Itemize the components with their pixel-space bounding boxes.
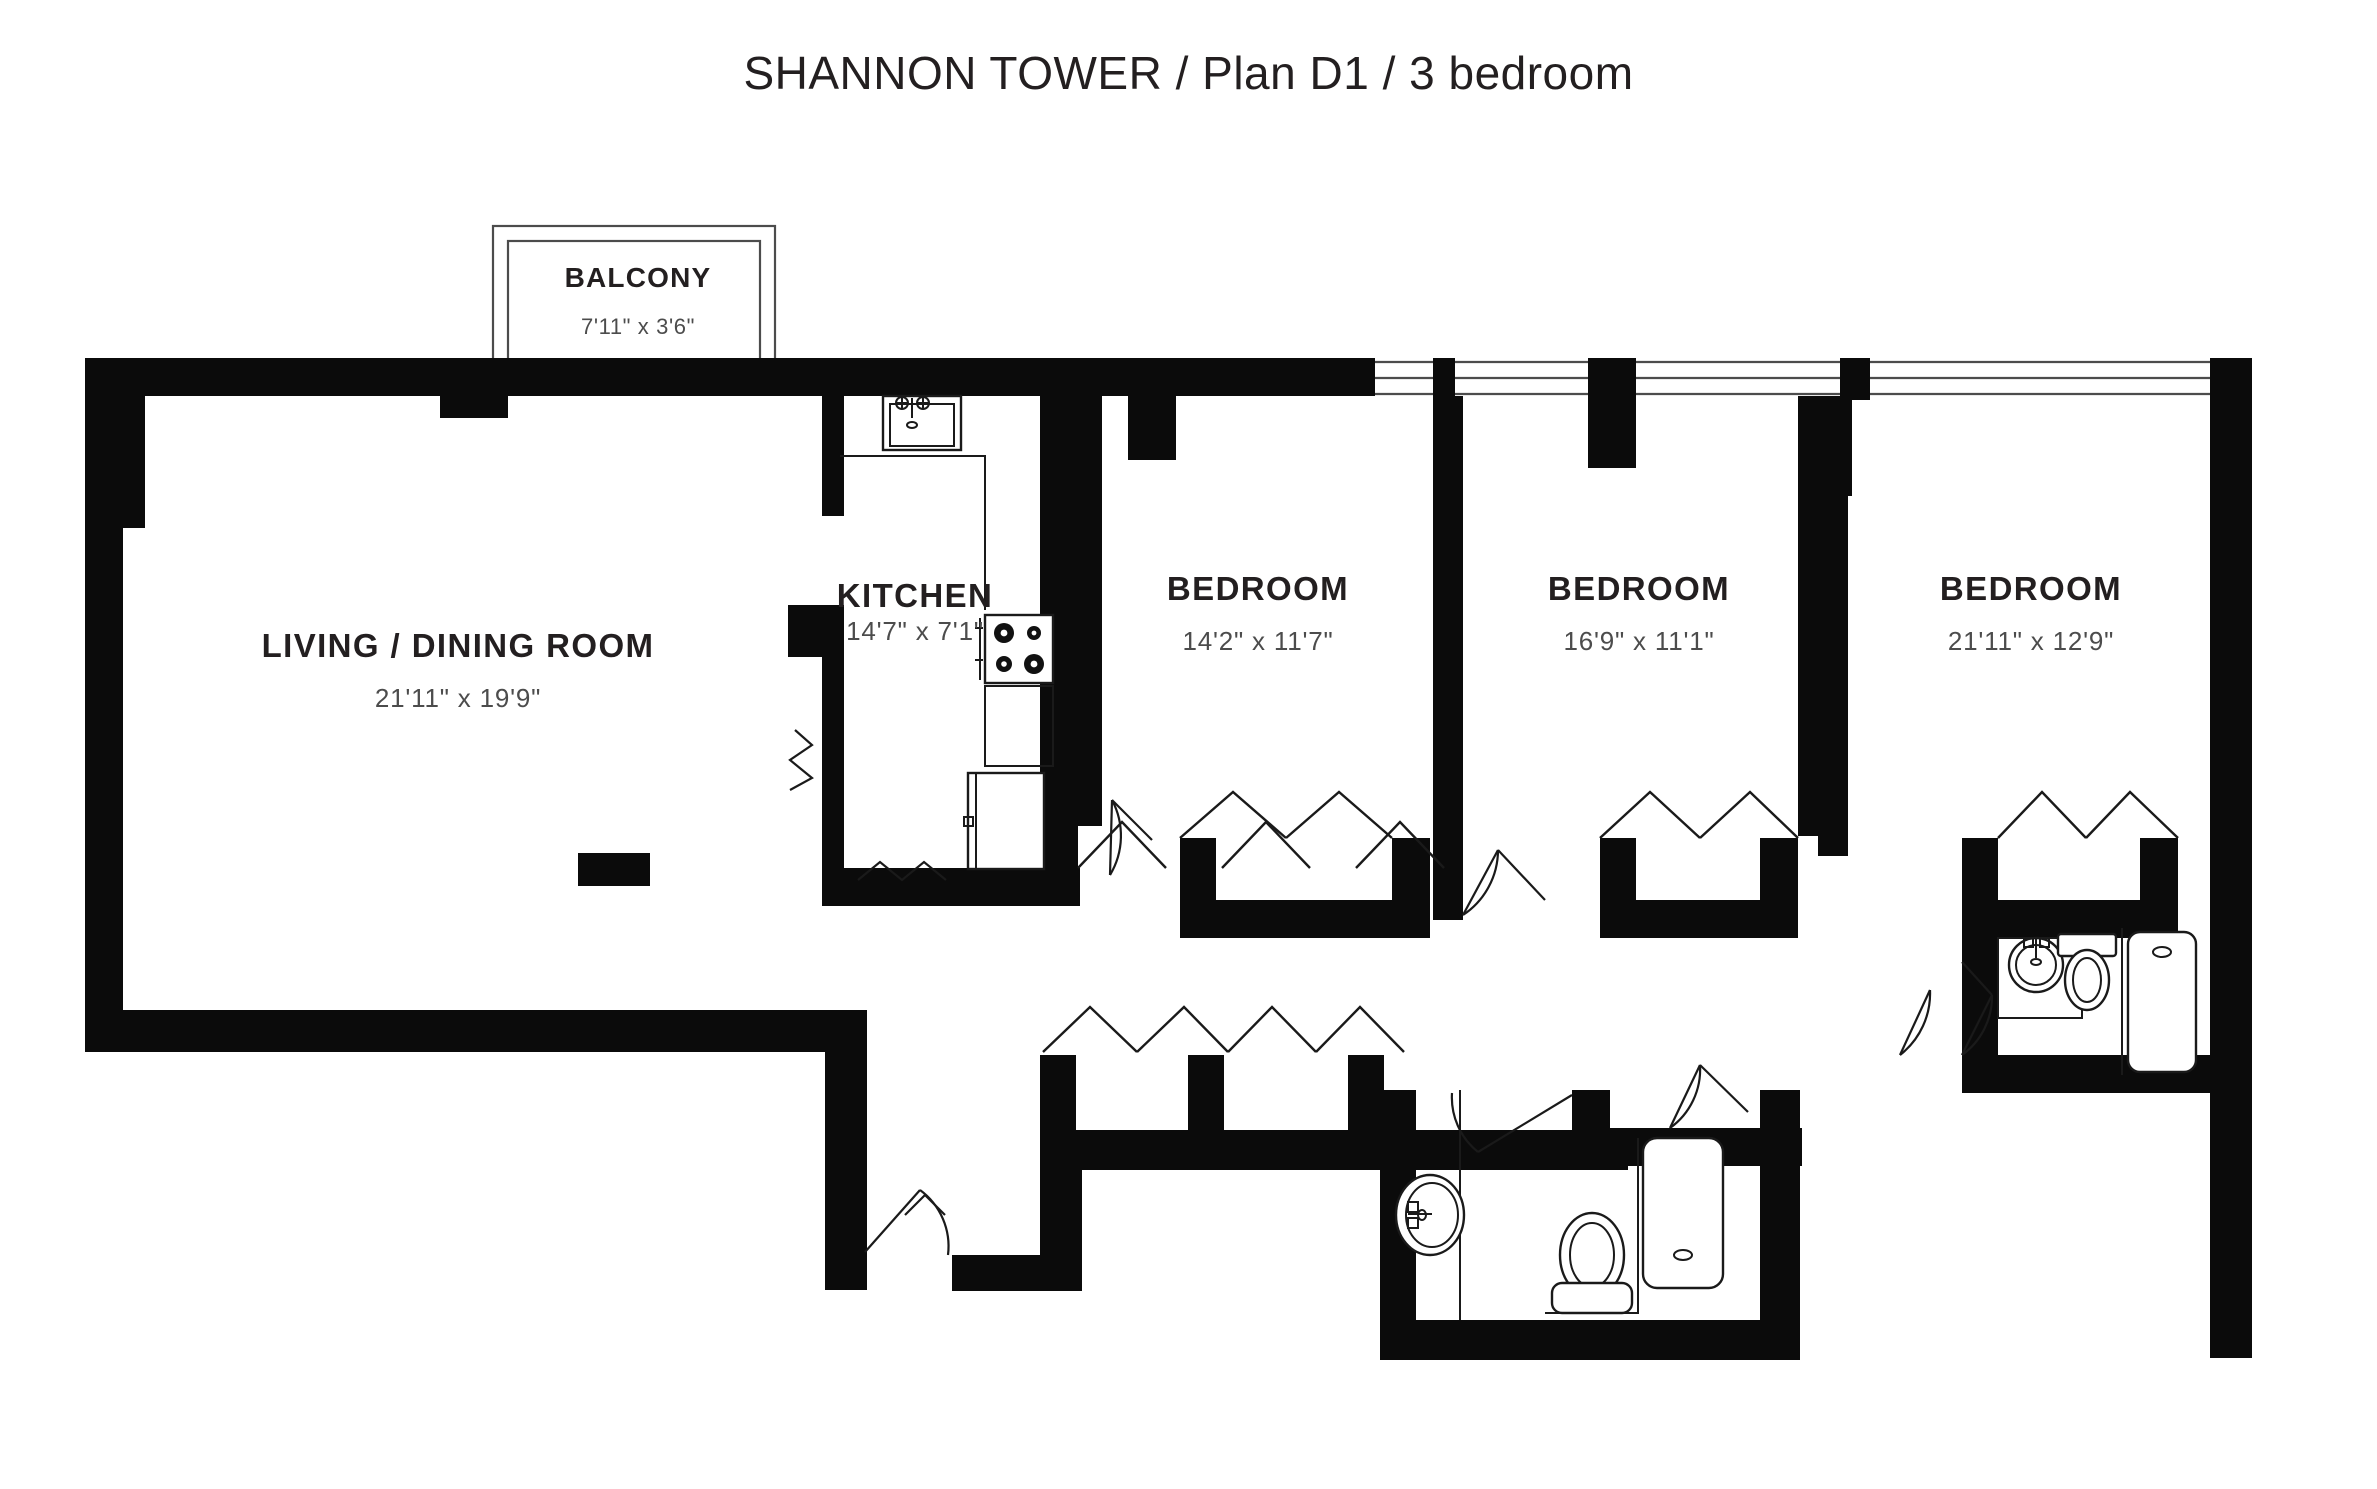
door-ensuite <box>1961 961 1994 1056</box>
toilet-icon <box>1550 1211 1634 1315</box>
sink-icon <box>1394 1173 1466 1257</box>
room-labels: BALCONY 7'11" x 3'6" LIVING / DINING ROO… <box>262 262 2122 713</box>
kitchen-sink-icon <box>881 394 963 452</box>
balcony-room-dimensions: 7'11" x 3'6" <box>581 314 695 339</box>
bedroom-2-room-name: BEDROOM <box>1548 570 1730 607</box>
closet-door-bedroom-1 <box>1179 790 1393 839</box>
sink-icon <box>2007 936 2065 994</box>
kitchen-room-dimensions: 14'7" x 7'1" <box>846 616 984 646</box>
page-title: SHANNON TOWER / Plan D1 / 3 bedroom <box>743 47 1634 99</box>
bedroom-3-room-dimensions: 21'11" x 12'9" <box>1948 626 2114 656</box>
door-kitchen <box>1108 799 1153 876</box>
toilet-icon <box>2056 932 2118 1012</box>
wall-break-symbols <box>788 729 947 1216</box>
kitchen-counter <box>840 455 986 610</box>
kitchen-lower-counter <box>984 685 1054 767</box>
bedroom-2-room-dimensions: 16'9" x 11'1" <box>1563 626 1714 656</box>
bathtub-icon <box>1641 1136 1725 1290</box>
balcony-room-name: BALCONY <box>565 262 712 293</box>
stove-icon <box>975 613 1055 685</box>
door-bedroom-3 <box>1899 989 1932 1056</box>
doors <box>864 790 2179 1256</box>
door-main-bathroom <box>1450 1092 1573 1153</box>
structural-walls <box>85 358 2252 1360</box>
closet-doors-hallway <box>1042 1005 1405 1053</box>
balcony-outline <box>491 224 777 363</box>
living-dining-room-name: LIVING / DINING ROOM <box>262 627 655 664</box>
bedroom-1-room-name: BEDROOM <box>1167 570 1349 607</box>
closet-door-bedroom-3 <box>1997 790 2179 839</box>
bathtub-icon <box>2126 930 2198 1074</box>
door-entry <box>864 1189 950 1256</box>
closet-door-bedroom-2 <box>1599 790 1799 839</box>
door-bedroom-1 <box>1462 849 1546 916</box>
refrigerator-icon <box>963 771 1046 871</box>
kitchen-fixtures <box>840 394 1055 871</box>
kitchen-room-name: KITCHEN <box>837 577 993 614</box>
ensuite-bathroom-fixtures <box>1997 928 2198 1075</box>
bedroom-3-room-name: BEDROOM <box>1940 570 2122 607</box>
closet-doors-hall-upper <box>1077 820 1445 869</box>
door-bedroom-2 <box>1669 1064 1749 1129</box>
bedroom-1-room-dimensions: 14'2" x 11'7" <box>1182 626 1333 656</box>
living-dining-room-dimensions: 21'11" x 19'9" <box>375 683 541 713</box>
